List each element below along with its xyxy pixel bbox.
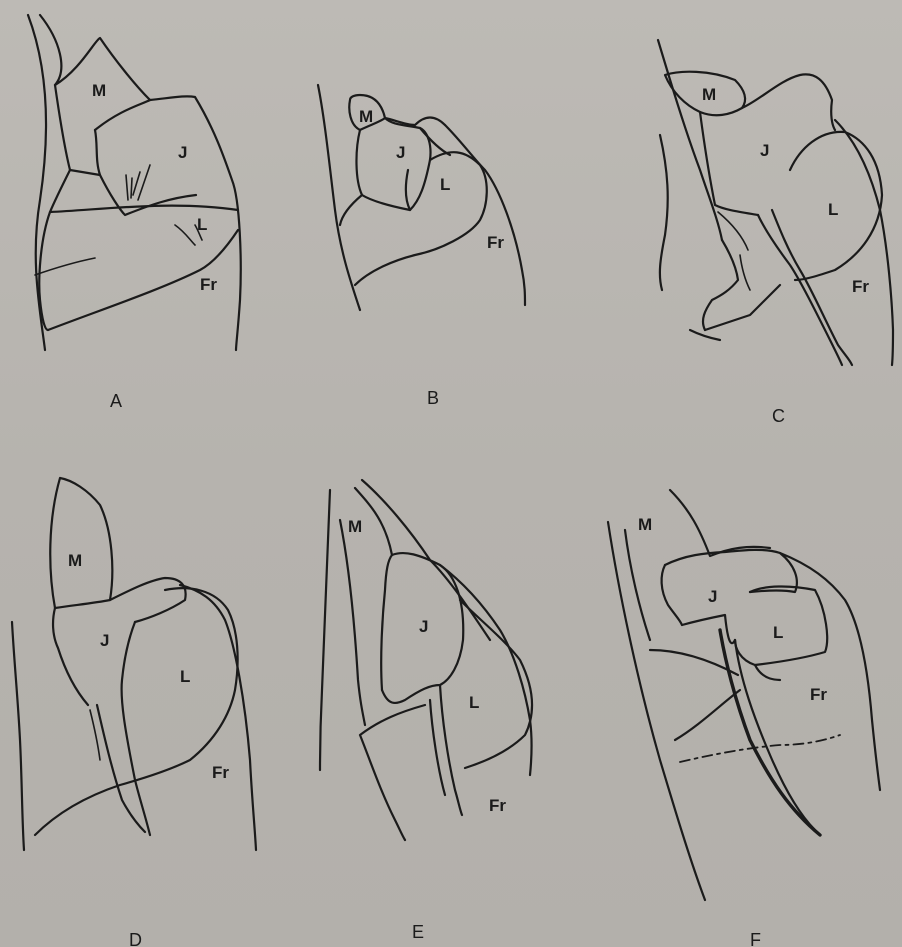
panel-a-outline bbox=[28, 15, 46, 350]
panel-f: M J L Fr F bbox=[608, 490, 880, 947]
panel-f-label-j: J bbox=[708, 587, 717, 606]
panel-e-label-l: L bbox=[469, 693, 479, 712]
panel-c: M J L Fr C bbox=[658, 40, 893, 426]
panel-c-label-m: M bbox=[702, 85, 716, 104]
panel-d-m-outline bbox=[50, 478, 112, 608]
panel-b-label-j: J bbox=[396, 143, 405, 162]
panel-b: M J L Fr B bbox=[318, 85, 525, 408]
panel-a-j-outline bbox=[150, 96, 241, 350]
panel-f-label-fr: Fr bbox=[810, 685, 827, 704]
panel-d: M J L Fr D bbox=[12, 478, 256, 947]
panel-b-l-outline bbox=[355, 152, 487, 285]
panel-a-caption: A bbox=[110, 391, 122, 411]
panel-a-label-l: L bbox=[197, 215, 207, 234]
panel-c-label-fr: Fr bbox=[852, 277, 869, 296]
panel-b-label-l: L bbox=[440, 175, 450, 194]
panel-c-label-j: J bbox=[760, 141, 769, 160]
panel-e: M J L Fr E bbox=[320, 480, 532, 942]
panel-c-caption: C bbox=[772, 406, 785, 426]
panel-b-label-fr: Fr bbox=[487, 233, 504, 252]
panel-b-caption: B bbox=[427, 388, 439, 408]
panel-c-label-l: L bbox=[828, 200, 838, 219]
panel-f-label-l: L bbox=[773, 623, 783, 642]
panel-d-label-j: J bbox=[100, 631, 109, 650]
panel-d-caption: D bbox=[129, 930, 142, 947]
panel-f-caption: F bbox=[750, 930, 761, 947]
panel-e-label-fr: Fr bbox=[489, 796, 506, 815]
panel-b-label-m: M bbox=[359, 107, 373, 126]
panel-e-label-m: M bbox=[348, 517, 362, 536]
panel-d-label-fr: Fr bbox=[212, 763, 229, 782]
panel-e-label-j: J bbox=[419, 617, 428, 636]
panel-a-label-fr: Fr bbox=[200, 275, 217, 294]
panel-f-label-m: M bbox=[638, 515, 652, 534]
panel-a-label-j: J bbox=[178, 143, 187, 162]
panel-d-l-outline bbox=[35, 588, 238, 835]
panel-e-caption: E bbox=[412, 922, 424, 942]
panel-d-label-m: M bbox=[68, 551, 82, 570]
panel-d-label-l: L bbox=[180, 667, 190, 686]
panel-a-label-m: M bbox=[92, 81, 106, 100]
panel-a: M J L Fr A bbox=[28, 15, 241, 411]
